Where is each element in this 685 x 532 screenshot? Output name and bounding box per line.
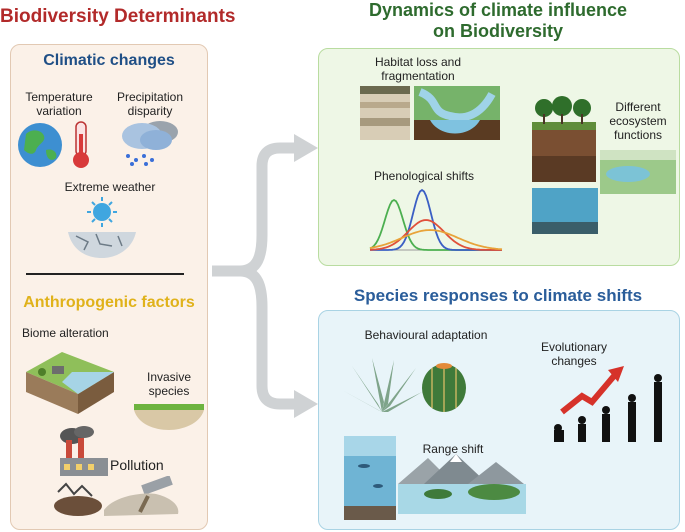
- phenology-curves-chart: [369, 188, 503, 251]
- ecosystem-functions-icon: [532, 96, 676, 234]
- phenological-shifts-label: Phenological shifts: [373, 169, 475, 183]
- ocean-column-icon: [344, 436, 396, 520]
- phenology-curve-orange: [369, 229, 503, 251]
- behavioural-adaptation-label: Behavioural adaptation: [364, 328, 488, 342]
- pollution-waste-icon: [54, 476, 179, 516]
- habitat-loss-label: Habitat loss and fragmentation: [374, 55, 462, 83]
- dynamics-title: Dynamics of climate influence on Biodive…: [330, 0, 666, 42]
- biome-alteration-icon: [26, 352, 114, 414]
- phenology-curve-blue: [370, 188, 502, 251]
- anthropogenic-factors-title: Anthropogenic factors: [23, 294, 195, 311]
- branching-arrows: [212, 134, 318, 418]
- climatic-changes-title: Climatic changes: [43, 52, 175, 69]
- pollution-label: Pollution: [110, 457, 164, 473]
- range-shift-mountains-icon: [398, 454, 526, 514]
- drought-sun-icon: [68, 197, 136, 258]
- invasive-species-icon: [134, 404, 204, 430]
- ecosystem-functions-label: Different ecosystem functions: [609, 100, 667, 142]
- section-divider: [26, 273, 184, 275]
- phenology-curve-red: [369, 219, 502, 251]
- invasive-species-label: Invasive species: [146, 370, 192, 398]
- extreme-weather-label: Extreme weather: [64, 180, 156, 194]
- precipitation-disparity-label: Precipitation disparity: [116, 90, 184, 118]
- globe-thermometer-icon: [18, 121, 89, 168]
- dynamics-title-line2: on Biodiversity: [432, 21, 564, 41]
- biome-alteration-label: Biome alteration: [22, 326, 109, 340]
- factory-icon: [60, 426, 108, 476]
- habitat-fragmentation-icon: [360, 86, 500, 140]
- evolution-icon: [554, 366, 662, 442]
- rain-cloud-icon: [122, 121, 178, 166]
- range-shift-label: Range shift: [422, 442, 484, 456]
- responses-title: Species responses to climate shifts: [353, 286, 643, 305]
- determinants-heading: Biodiversity Determinants: [0, 6, 236, 27]
- dynamics-title-line1: Dynamics of climate influence: [368, 0, 628, 20]
- evolutionary-changes-label: Evolutionary changes: [540, 340, 608, 368]
- agave-cactus-icon: [342, 358, 466, 412]
- temperature-variation-label: Temperature variation: [25, 90, 93, 118]
